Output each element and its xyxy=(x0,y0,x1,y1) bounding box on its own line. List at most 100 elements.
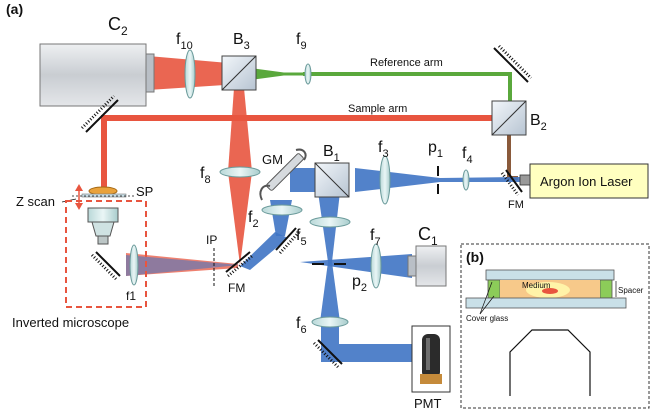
z-scan-arrowhead-up xyxy=(75,184,83,191)
lens-f5-label: f5 xyxy=(296,227,307,248)
laser-feed-beam xyxy=(507,135,518,180)
lens-f10 xyxy=(184,49,196,99)
camera-c1: C1 xyxy=(407,224,447,287)
camera-c2-body xyxy=(39,43,147,107)
camera-c1-body xyxy=(415,245,447,287)
microscope-dashed-box xyxy=(65,200,147,308)
bottom-cover-glass xyxy=(465,297,627,309)
pmt-base xyxy=(420,374,442,384)
camera-c1-nose xyxy=(407,255,417,277)
laser-box xyxy=(529,163,649,199)
blue-beam-pmt-path xyxy=(321,322,412,362)
galvo-mirror: GM xyxy=(259,148,307,201)
beams xyxy=(101,56,520,362)
sample-slide xyxy=(81,193,127,198)
beam-splitter-b1-diagonal xyxy=(314,162,350,198)
objective-outline xyxy=(509,329,591,396)
flip-mirror-left-label: FM xyxy=(228,281,245,295)
lens-f8-label: f8 xyxy=(200,165,211,186)
flip-mirror-right-label: FM xyxy=(508,199,524,211)
panel-b-label: (b) xyxy=(466,249,484,265)
cover-glass-label: Cover glass xyxy=(466,314,508,323)
blue-beam-f2-fm xyxy=(240,232,288,270)
lens-f1-label: f1 xyxy=(126,289,136,303)
lens-f2-label: f2 xyxy=(248,209,259,230)
reference-arm-beam-2 xyxy=(303,72,512,102)
beam-splitter-b2: B2 xyxy=(491,100,547,136)
blue-beam-to-pmt xyxy=(320,262,340,322)
camera-c2: C2 xyxy=(39,14,155,107)
mirror-f2 xyxy=(275,227,302,255)
mirror-left-top xyxy=(80,94,119,133)
laser-label: Argon Ion Laser xyxy=(540,174,633,189)
pinhole-p2-label: p2 xyxy=(352,273,367,294)
beam-splitter-b2-diagonal xyxy=(491,100,527,136)
blue-beam-fm-microscope xyxy=(126,255,240,276)
lens-f9-label: f9 xyxy=(296,31,307,52)
lens-f2 xyxy=(261,204,303,216)
lens-f7 xyxy=(370,243,382,289)
camera-c1-label: C1 xyxy=(418,224,438,248)
pmt-label: PMT xyxy=(414,396,442,411)
pmt: PMT xyxy=(411,325,451,411)
spacer-right xyxy=(599,279,613,299)
lens-f10-label: f10 xyxy=(176,31,193,52)
lens-f4-label: f4 xyxy=(462,145,473,166)
pinhole-p2: p2 xyxy=(312,263,367,294)
specimen xyxy=(542,288,558,294)
cover-glass-pointer xyxy=(479,295,495,315)
z-scan-label: Z scan xyxy=(16,194,55,209)
flip-mirror-left: FM xyxy=(225,251,253,295)
lens-f1 xyxy=(129,244,139,286)
top-cover-glass xyxy=(485,269,615,281)
spacer-left xyxy=(487,279,501,299)
lens-f6 xyxy=(311,316,349,328)
blue-beam-laser xyxy=(355,168,520,192)
sample-arm-label: Sample arm xyxy=(348,103,407,115)
microscope-mirror xyxy=(90,251,121,281)
lens-f6-label: f6 xyxy=(296,315,307,336)
beam-splitter-b1: B1 xyxy=(314,143,350,198)
microscope-label: Inverted microscope xyxy=(12,315,129,330)
mirror-top-right xyxy=(493,44,533,83)
sample-stage: SP Z scan xyxy=(16,184,153,210)
beam-splitter-b1-label: B1 xyxy=(323,143,340,164)
pinhole-p1-label: p1 xyxy=(428,139,443,160)
objective-upper xyxy=(87,207,119,223)
lens-f3 xyxy=(379,155,391,205)
z-scan-arrowhead-down xyxy=(75,203,83,210)
camera-c2-nose xyxy=(145,53,155,93)
sample-arm-beam xyxy=(101,115,492,190)
pmt-tube-highlight xyxy=(426,338,430,370)
pmt-tube xyxy=(422,334,440,378)
image-plane-label: IP xyxy=(206,233,217,247)
spacer-label: Spacer xyxy=(618,286,644,295)
galvo-mirror-label: GM xyxy=(262,152,283,167)
laser-aperture xyxy=(519,174,531,186)
pinhole-p1: p1 xyxy=(428,139,443,194)
lens-f4 xyxy=(462,169,470,191)
reference-arm-label: Reference arm xyxy=(370,57,443,69)
beam-splitter-b3-diagonal xyxy=(221,55,257,91)
argon-ion-laser: Argon Ion Laser xyxy=(519,163,649,199)
sample-plane-label: SP xyxy=(136,184,153,199)
inverted-microscope: f1 Inverted microscope xyxy=(12,200,147,330)
lens-f8 xyxy=(219,166,261,178)
panel-a-label: (a) xyxy=(6,1,23,17)
lens-f5 xyxy=(309,216,351,228)
beam-splitter-b3: B3 xyxy=(221,31,257,91)
mirror-pmt xyxy=(312,339,343,369)
objective-lower xyxy=(91,221,115,237)
lens-f9 xyxy=(304,63,312,85)
panel-b-frame xyxy=(460,243,650,409)
lens-f3-label: f3 xyxy=(378,139,389,160)
medium-label: Medium xyxy=(522,281,551,290)
beam-splitter-b3-label: B3 xyxy=(233,31,250,52)
cover-glass-pointer-2 xyxy=(479,281,493,315)
camera-c2-label: C2 xyxy=(108,14,128,38)
green-focus-cone xyxy=(250,68,295,80)
beam-splitter-b2-label: B2 xyxy=(530,112,547,133)
blue-beam-to-c1 xyxy=(300,254,412,278)
objective-base xyxy=(97,235,109,245)
